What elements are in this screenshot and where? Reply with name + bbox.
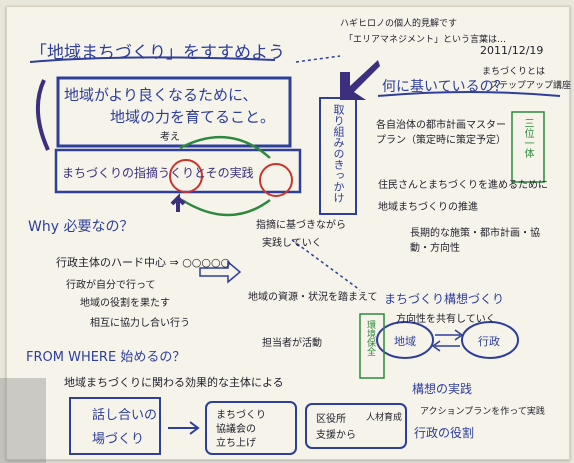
up-arrow — [170, 193, 186, 212]
title-underline — [29, 56, 276, 63]
goal-box — [56, 76, 292, 148]
meta-line-2: 「エリアマネジメント」という言葉は… — [344, 35, 507, 45]
meta-note-1: まちづくりとは — [482, 67, 546, 77]
flow-box-2-line-3: 立ち上げ — [216, 438, 256, 449]
meta-date: 2011/12/19 — [480, 44, 544, 57]
purple-arrow — [340, 60, 380, 100]
from-where-sub: 地域まちづくりに関わる効果的な主体による — [64, 376, 284, 389]
vision-heading: まちづくり構想づくり — [384, 292, 505, 306]
practice-heading: 構想の実践 — [412, 382, 473, 396]
flow-box-2-line-2: 協議会の — [216, 424, 256, 435]
flow-box-3-line-1: 区役所 — [316, 414, 346, 425]
meta-line-1: ハギヒロノの個人的見解です — [340, 19, 458, 29]
flow-box-2-line-1: まちづくり — [216, 410, 266, 421]
why-item-3: 地域の役割を果たす — [80, 298, 170, 309]
why-middle: 地域の資源・状況を踏まえて — [248, 292, 378, 303]
vertical-box-text: 取り組みのきっかけ — [332, 104, 345, 203]
doc-label: 三位一体 — [522, 118, 533, 158]
paper-sheet — [6, 6, 570, 460]
practice-box — [54, 148, 302, 194]
vertical-box — [319, 97, 357, 215]
goal-line-2: 地域の力を育てること。 — [110, 108, 276, 126]
what-item-1: 各自治体の都市計画マスタープラン（策定時に策定予定） — [376, 120, 506, 146]
circle-community — [376, 321, 434, 359]
why-middle-2: 担当者が活動 — [262, 338, 322, 349]
flow-box-3-right: 人材育成 — [366, 413, 403, 423]
red-circle-left — [169, 159, 203, 193]
circle-community-label: 地域 — [394, 335, 416, 348]
circle-government — [461, 321, 519, 359]
flow-box-3-line-2: 支援から — [316, 430, 356, 441]
flow-box-1-line-1: 話し合いの — [92, 408, 158, 423]
why-item-2: 行政が自分で行って — [66, 280, 156, 291]
vision-sub: 方向性を共有していく — [396, 314, 496, 325]
what-heading: 何に基いているの？ — [382, 79, 508, 95]
goal-line-1: 地域がより良くなるために、 — [64, 86, 258, 104]
page-title: 「地域まちづくり」をすすめよう — [30, 43, 285, 63]
why-arrow — [199, 260, 242, 284]
meta-note-2: ステップアップ講座 — [490, 81, 572, 91]
why-item-1: 行政主体のハード中心 ⇒ ○○○○○ — [56, 256, 231, 269]
green-box-label: 環境保全 — [365, 320, 375, 356]
left-bracket — [35, 79, 50, 151]
middle-note-2: 実践していく — [262, 238, 322, 249]
why-item-4: 相互に協力し合い行う — [90, 318, 190, 329]
practice-label: まちづくりの指摘うくりとその実践 — [62, 166, 254, 180]
gov-role-heading: 行政の役割 — [414, 426, 475, 440]
what-sub: 長期的な施策・都市計画・協動・方向性 — [410, 228, 540, 254]
flow-box-3 — [305, 403, 407, 449]
flow-box-1-line-2: 場づくり — [92, 432, 145, 447]
green-box — [359, 313, 385, 379]
red-circle-right — [259, 163, 293, 197]
what-item-3: 地域まちづくりの推進 — [378, 202, 478, 213]
practice-sub: アクションプランを作って実践 — [420, 407, 545, 417]
background-corner — [0, 378, 46, 463]
green-arrow-bottom — [181, 198, 271, 217]
why-heading: Why 必要なの？ — [28, 219, 134, 235]
from-where-heading: FROM WHERE 始めるの？ — [26, 350, 186, 365]
circle-government-label: 行政 — [478, 335, 500, 348]
what-item-2: 住民さんとまちづくりを進めるために — [378, 180, 548, 191]
doc-icon — [511, 111, 545, 183]
middle-note-1: 指摘に基づきながら — [256, 220, 346, 231]
green-arrow-top — [179, 135, 271, 159]
flow-box-2 — [205, 401, 297, 455]
flow-box-1 — [69, 397, 161, 455]
what-underline — [377, 91, 561, 97]
goal-line-3: 考え — [160, 132, 180, 143]
